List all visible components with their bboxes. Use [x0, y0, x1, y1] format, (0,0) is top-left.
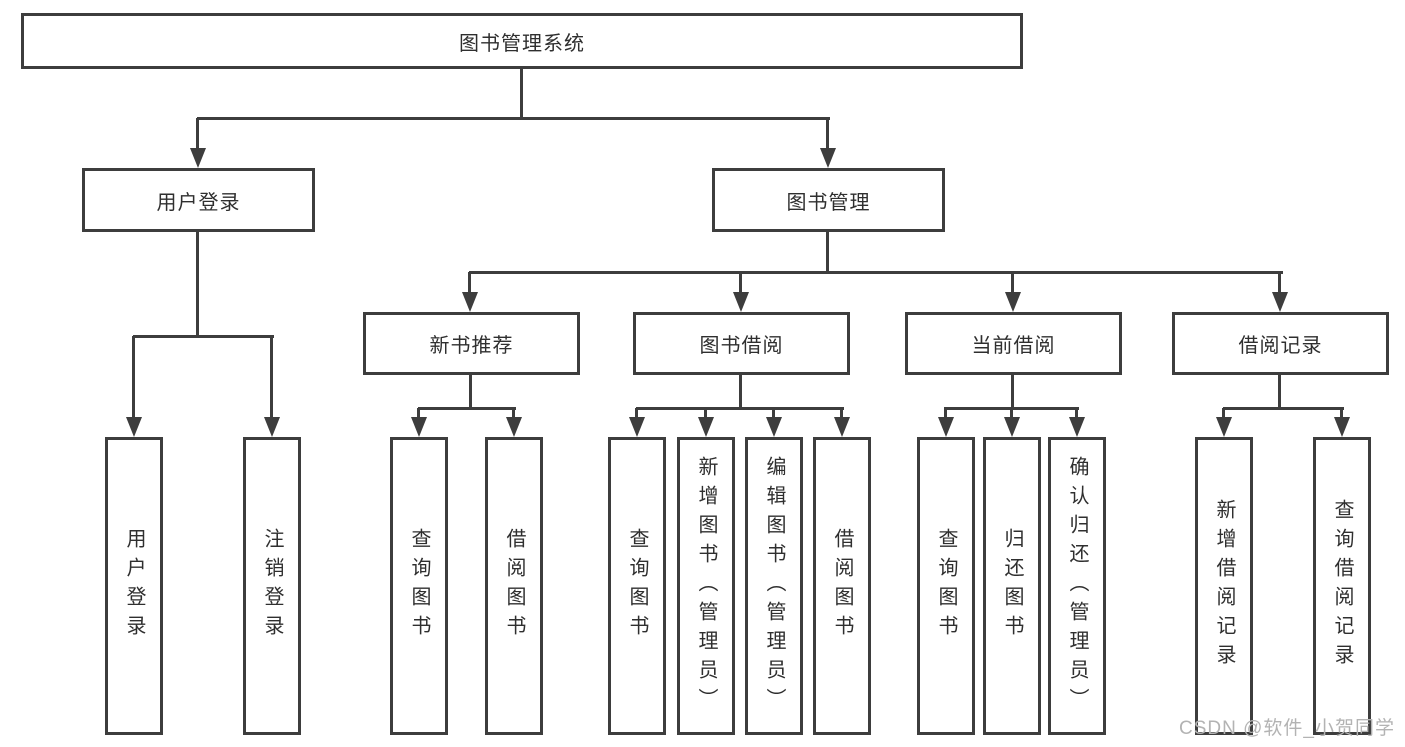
- node-label: 查询图书: [408, 528, 430, 644]
- arrow-down-icon: [1334, 417, 1350, 437]
- node-bb-query-books: 查询图书: [608, 437, 666, 735]
- connector-line: [704, 408, 707, 422]
- arrow-down-icon: [1004, 417, 1020, 437]
- connector-line: [270, 336, 273, 422]
- arrow-down-icon: [264, 417, 280, 437]
- node-br-query-record: 查询借阅记录: [1313, 437, 1371, 735]
- connector-line: [1011, 272, 1014, 298]
- node-user-login: 用户登录: [82, 168, 315, 232]
- arrow-down-icon: [698, 417, 714, 437]
- connector-line: [1278, 272, 1281, 298]
- arrow-down-icon: [126, 417, 142, 437]
- connector-line: [739, 272, 742, 298]
- node-label: 借阅图书: [831, 528, 853, 644]
- connector-line: [512, 408, 515, 422]
- node-bb-add-books-admin: 新增图书（管理员）: [677, 437, 735, 735]
- connector-line: [1011, 375, 1014, 408]
- node-label: 当前借阅: [971, 335, 1056, 357]
- node-bb-edit-books-admin: 编辑图书（管理员）: [745, 437, 803, 735]
- node-nb-query-books: 查询图书: [390, 437, 448, 735]
- connector-line: [418, 407, 516, 410]
- node-label: 归还图书: [1001, 528, 1023, 644]
- connector-line: [739, 375, 742, 408]
- arrow-down-icon: [1069, 417, 1085, 437]
- node-current-borrowing: 当前借阅: [905, 312, 1122, 375]
- connector-line: [196, 232, 199, 336]
- node-label: 查询借阅记录: [1331, 499, 1353, 673]
- node-label: 新增图书（管理员）: [695, 455, 717, 717]
- arrow-down-icon: [462, 292, 478, 312]
- arrow-down-icon: [629, 417, 645, 437]
- node-label: 借阅图书: [503, 528, 525, 644]
- connector-line: [1340, 408, 1343, 422]
- connector-line: [1010, 408, 1013, 422]
- node-label: 新书推荐: [429, 335, 514, 357]
- connector-line: [635, 408, 638, 422]
- connector-line: [826, 232, 829, 272]
- connector-line: [133, 335, 274, 338]
- arrow-down-icon: [1005, 292, 1021, 312]
- arrow-down-icon: [190, 148, 206, 168]
- connector-line: [132, 336, 135, 422]
- connector-line: [469, 375, 472, 408]
- node-label: 查询图书: [626, 528, 648, 644]
- node-cb-return-books: 归还图书: [983, 437, 1041, 735]
- node-nb-borrow-books: 借阅图书: [485, 437, 543, 735]
- connector-line: [840, 408, 843, 422]
- connector-line: [826, 118, 829, 154]
- node-label: 用户登录: [156, 191, 241, 214]
- connector-line: [468, 272, 471, 298]
- connector-line: [196, 118, 199, 154]
- connector-line: [636, 407, 844, 410]
- connector-line: [1223, 407, 1344, 410]
- connector-line: [520, 69, 523, 118]
- connector-line: [197, 117, 830, 120]
- arrow-down-icon: [411, 417, 427, 437]
- connector-line: [1075, 408, 1078, 422]
- node-label: 新增借阅记录: [1213, 499, 1235, 673]
- node-label: 借阅记录: [1238, 335, 1323, 357]
- arrow-down-icon: [506, 417, 522, 437]
- node-book-borrowing: 图书借阅: [633, 312, 850, 375]
- node-label: 用户登录: [123, 528, 145, 644]
- node-library-system: 图书管理系统: [21, 13, 1023, 69]
- arrow-down-icon: [766, 417, 782, 437]
- arrow-down-icon: [938, 417, 954, 437]
- connector-line: [772, 408, 775, 422]
- connector-line: [417, 408, 420, 422]
- node-label: 查询图书: [935, 528, 957, 644]
- connector-line: [944, 408, 947, 422]
- node-borrowing-records: 借阅记录: [1172, 312, 1389, 375]
- node-br-add-record: 新增借阅记录: [1195, 437, 1253, 735]
- csdn-watermark: CSDN @软件_小贺同学: [1179, 718, 1395, 739]
- arrow-down-icon: [834, 417, 850, 437]
- node-cb-confirm-return-admin: 确认归还（管理员）: [1048, 437, 1106, 735]
- arrow-down-icon: [1216, 417, 1232, 437]
- connector-line: [469, 271, 1283, 274]
- node-bb-borrow-books: 借阅图书: [813, 437, 871, 735]
- node-leaf-logout: 注销登录: [243, 437, 301, 735]
- node-label: 图书管理系统: [459, 32, 585, 55]
- arrow-down-icon: [820, 148, 836, 168]
- arrow-down-icon: [733, 292, 749, 312]
- node-label: 编辑图书（管理员）: [763, 455, 785, 717]
- node-cb-query-books: 查询图书: [917, 437, 975, 735]
- node-label: 确认归还（管理员）: [1066, 455, 1088, 717]
- node-label: 图书管理: [786, 191, 871, 214]
- node-new-book-recommend: 新书推荐: [363, 312, 580, 375]
- node-label: 图书借阅: [699, 335, 784, 357]
- node-book-management: 图书管理: [712, 168, 945, 232]
- node-leaf-user-login: 用户登录: [105, 437, 163, 735]
- node-label: 注销登录: [261, 528, 283, 644]
- connector-line: [1222, 408, 1225, 422]
- connector-line: [1278, 375, 1281, 408]
- arrow-down-icon: [1272, 292, 1288, 312]
